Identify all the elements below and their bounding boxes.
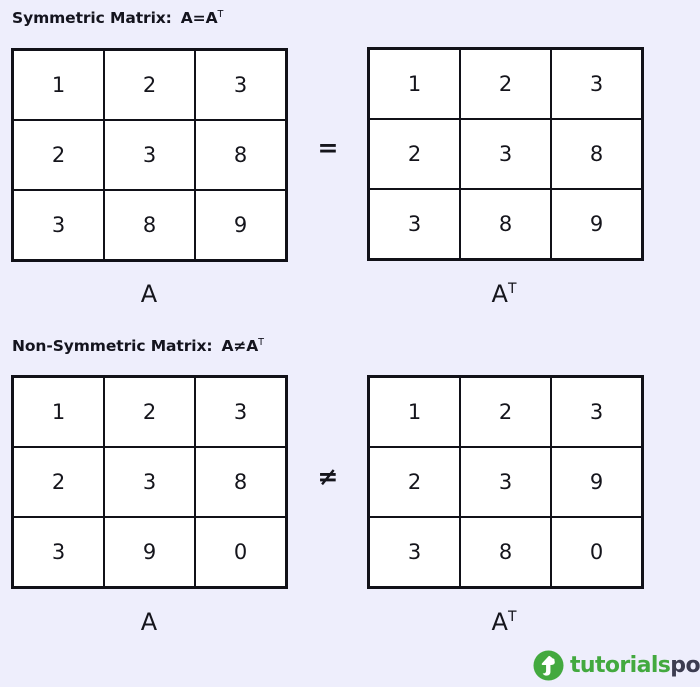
matrix-cell: 1 <box>14 378 103 446</box>
matrix-cell: 3 <box>196 51 285 119</box>
symmetric-matrix-a-transpose-caption: AT <box>444 280 564 308</box>
tutorialspoint-logo: tutorialspoint <box>533 650 700 681</box>
symmetric-matrix-a-transpose: 1 2 3 2 3 8 3 8 9 <box>367 47 644 261</box>
matrix-cell: 2 <box>14 448 103 516</box>
matrix-cell: 3 <box>461 120 550 188</box>
caption-base: A <box>491 608 508 636</box>
non-symmetric-section-title: Non-Symmetric Matrix: A≠AT <box>12 337 264 355</box>
matrix-cell: 3 <box>105 448 194 516</box>
non-symmetric-formula-base: A≠A <box>221 337 259 355</box>
tutorialspoint-logo-icon <box>533 650 564 681</box>
matrix-cell: 8 <box>461 190 550 258</box>
matrix-cell: 0 <box>552 518 641 586</box>
matrix-cell: 2 <box>105 51 194 119</box>
matrix-cell: 2 <box>461 50 550 118</box>
symmetric-matrix-a-caption: A <box>140 280 158 308</box>
matrix-cell: 2 <box>370 120 459 188</box>
matrix-cell: 8 <box>196 448 285 516</box>
symmetric-formula-base: A=A <box>180 9 218 27</box>
non-symmetric-formula-superscript: T <box>258 336 264 348</box>
matrix-cell: 2 <box>370 448 459 516</box>
matrix-cell: 2 <box>461 378 550 446</box>
symmetric-formula-superscript: T <box>217 8 224 20</box>
tutorialspoint-logo-text: tutorialspoint <box>570 652 700 678</box>
matrix-cell: 8 <box>552 120 641 188</box>
matrix-cell: 8 <box>196 121 285 189</box>
matrix-cell: 9 <box>105 518 194 586</box>
non-symmetric-matrix-a: 1 2 3 2 3 8 3 9 0 <box>11 375 288 589</box>
symmetric-title-formula: A=AT <box>180 8 224 27</box>
matrix-cell: 3 <box>370 190 459 258</box>
non-symmetric-matrix-a-transpose: 1 2 3 2 3 9 3 8 0 <box>367 375 644 589</box>
logo-text-secondary: point <box>670 652 700 678</box>
caption-base: A <box>491 280 508 308</box>
not-equals-operator: ≠ <box>317 462 339 491</box>
non-symmetric-title-label: Non-Symmetric Matrix: <box>12 337 213 355</box>
matrix-cell: 8 <box>461 518 550 586</box>
matrix-cell: 9 <box>196 191 285 259</box>
symmetric-section-title: Symmetric Matrix: A=AT <box>12 9 223 27</box>
non-symmetric-matrix-a-transpose-caption: AT <box>444 608 564 636</box>
caption-superscript: T <box>507 609 517 625</box>
matrix-cell: 1 <box>370 378 459 446</box>
symmetric-title-label: Symmetric Matrix: <box>12 9 172 27</box>
matrix-cell: 3 <box>14 191 103 259</box>
matrix-cell: 9 <box>552 190 641 258</box>
matrix-cell: 3 <box>552 378 641 446</box>
matrix-cell: 3 <box>14 518 103 586</box>
matrix-cell: 9 <box>552 448 641 516</box>
matrix-cell: 3 <box>461 448 550 516</box>
non-symmetric-matrix-a-caption: A <box>140 608 158 636</box>
matrix-cell: 1 <box>370 50 459 118</box>
matrix-cell: 1 <box>14 51 103 119</box>
caption-superscript: T <box>507 281 517 297</box>
equals-operator: = <box>317 133 339 162</box>
matrix-cell: 8 <box>105 191 194 259</box>
matrix-cell: 3 <box>370 518 459 586</box>
non-symmetric-title-formula: A≠AT <box>221 336 264 355</box>
matrix-cell: 2 <box>14 121 103 189</box>
matrix-cell: 0 <box>196 518 285 586</box>
matrix-cell: 2 <box>105 378 194 446</box>
matrix-cell: 3 <box>105 121 194 189</box>
matrix-cell: 3 <box>196 378 285 446</box>
matrix-cell: 3 <box>552 50 641 118</box>
logo-text-primary: tutorials <box>570 652 671 678</box>
symmetric-matrix-a: 1 2 3 2 3 8 3 8 9 <box>11 48 288 262</box>
